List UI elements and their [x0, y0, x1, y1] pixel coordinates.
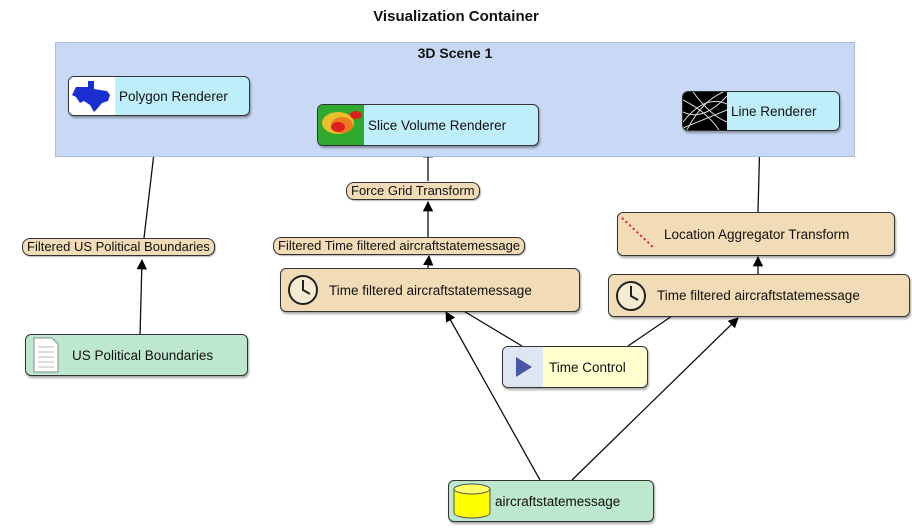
aircraftstatemessage-node[interactable]: aircraftstatemessage	[448, 480, 654, 522]
edge-time-right-to-time-control	[627, 315, 673, 347]
edge-time-left-to-filtered-time	[423, 254, 434, 269]
aircraftstatemessage-label: aircraftstatemessage	[495, 493, 621, 509]
clock-icon	[281, 270, 325, 310]
us-political-boundaries-label: US Political Boundaries	[72, 347, 214, 363]
filtered-time-filtered-node[interactable]: Filtered Time filtered aircraftstatemess…	[273, 237, 526, 255]
polygon-renderer-node[interactable]: Polygon Renderer	[68, 76, 250, 116]
line-renderer-node[interactable]: Line Renderer	[682, 91, 840, 131]
clock-icon	[609, 276, 653, 316]
force-grid-transform-node[interactable]: Force Grid Transform	[346, 182, 480, 200]
play-icon	[503, 347, 543, 387]
container-title: Visualization Container	[373, 8, 539, 25]
filtered-us-political-boundaries-node[interactable]: Filtered US Political Boundaries	[22, 238, 215, 256]
location-aggregator-transform-node[interactable]: Location Aggregator Transform	[617, 212, 895, 256]
polygon-renderer-label: Polygon Renderer	[119, 88, 228, 104]
time-filtered-left-node[interactable]: Time filtered aircraftstatemessage	[280, 268, 580, 312]
location-aggregator-transform-label: Location Aggregator Transform	[664, 226, 850, 242]
time-control-node[interactable]: Time Control	[502, 346, 648, 388]
time-filtered-right-node[interactable]: Time filtered aircraftstatemessage	[608, 274, 910, 317]
dotted-line-icon	[618, 214, 658, 254]
time-control-label: Time Control	[549, 359, 626, 375]
edge-time-left-to-time-control	[461, 309, 523, 347]
edge-db-to-time-right	[571, 317, 739, 481]
document-icon	[26, 335, 66, 375]
heatmap-icon	[318, 105, 364, 145]
time-filtered-right-label: Time filtered aircraftstatemessage	[657, 288, 860, 303]
database-cylinder-icon	[449, 481, 495, 521]
line-renderer-label: Line Renderer	[731, 103, 817, 119]
scene-title: 3D Scene 1	[417, 45, 493, 61]
us-political-boundaries-node[interactable]: US Political Boundaries	[25, 334, 248, 376]
line-pattern-icon	[683, 92, 727, 130]
texas-map-icon	[69, 77, 115, 115]
slice-volume-renderer-node[interactable]: Slice Volume Renderer	[317, 104, 539, 146]
slice-volume-renderer-label: Slice Volume Renderer	[368, 117, 507, 133]
edge-db-to-time-left	[445, 311, 541, 481]
edge-boundaries-to-filtered	[136, 258, 147, 337]
time-filtered-left-label: Time filtered aircraftstatemessage	[329, 282, 532, 298]
